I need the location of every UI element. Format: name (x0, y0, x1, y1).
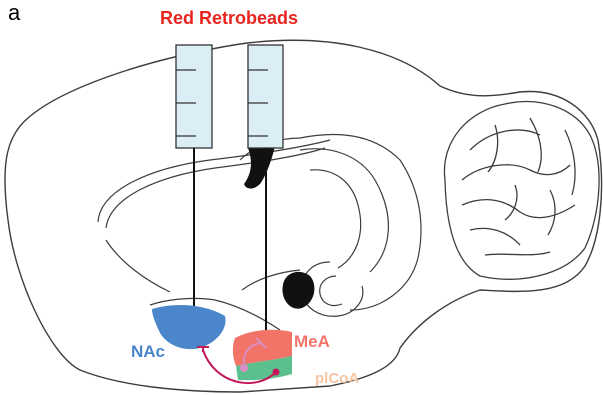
cerebellum (444, 102, 599, 280)
panel-letter: a (8, 2, 20, 24)
projection-mea-cell (240, 364, 248, 372)
label-nac: NAc (131, 343, 165, 360)
label-plcoa: plCoA (315, 371, 359, 386)
injector-nac (176, 45, 212, 322)
injector-nac-barrel (176, 45, 212, 148)
injector-mea (248, 45, 283, 332)
projection-cell-body (273, 369, 280, 376)
diagram-title: Red Retrobeads (160, 9, 298, 27)
lateral-ventricle (244, 142, 276, 189)
projection-terminal (197, 347, 209, 352)
label-mea: MeA (294, 333, 330, 350)
injector-mea-barrel (248, 45, 283, 148)
third-ventricle (282, 272, 314, 309)
